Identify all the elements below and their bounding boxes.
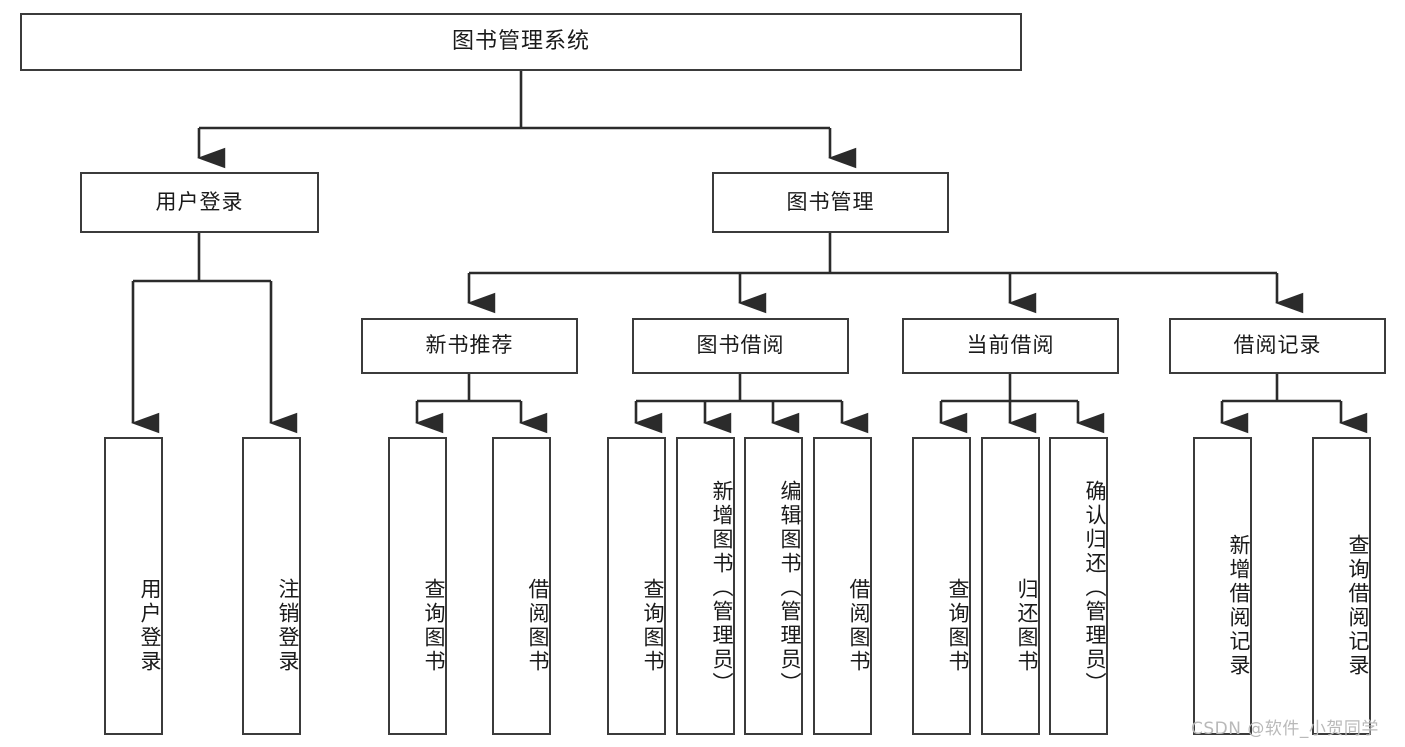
leaf-add-borrow-record[interactable]: 新增借阅记录 — [1193, 437, 1252, 735]
node-user-login[interactable]: 用户登录 — [80, 172, 319, 233]
leaf-borrow-book[interactable]: 借阅图书 — [813, 437, 872, 735]
leaf-add-book[interactable]: 新增图书（管理员） — [676, 437, 735, 735]
csdn-watermark: CSDN @软件_小贺同学 — [1191, 719, 1379, 739]
leaf-query-book-current[interactable]: 查询图书 — [912, 437, 971, 735]
leaf-confirm-return[interactable]: 确认归还（管理员） — [1049, 437, 1108, 735]
leaf-query-borrow-record[interactable]: 查询借阅记录 — [1312, 437, 1371, 735]
node-root-system[interactable]: 图书管理系统 — [20, 13, 1022, 71]
leaf-user-login[interactable]: 用户登录 — [104, 437, 163, 735]
leaf-logout-login[interactable]: 注销登录 — [242, 437, 301, 735]
leaf-return-book[interactable]: 归还图书 — [981, 437, 1040, 735]
node-book-borrow[interactable]: 图书借阅 — [632, 318, 849, 374]
leaf-edit-book[interactable]: 编辑图书（管理员） — [744, 437, 803, 735]
node-book-manage[interactable]: 图书管理 — [712, 172, 949, 233]
node-current-borrow[interactable]: 当前借阅 — [902, 318, 1119, 374]
leaf-query-book-borrow[interactable]: 查询图书 — [607, 437, 666, 735]
leaf-borrow-book-recommend[interactable]: 借阅图书 — [492, 437, 551, 735]
node-borrow-record[interactable]: 借阅记录 — [1169, 318, 1386, 374]
leaf-query-book-recommend[interactable]: 查询图书 — [388, 437, 447, 735]
node-new-book-recommend[interactable]: 新书推荐 — [361, 318, 578, 374]
